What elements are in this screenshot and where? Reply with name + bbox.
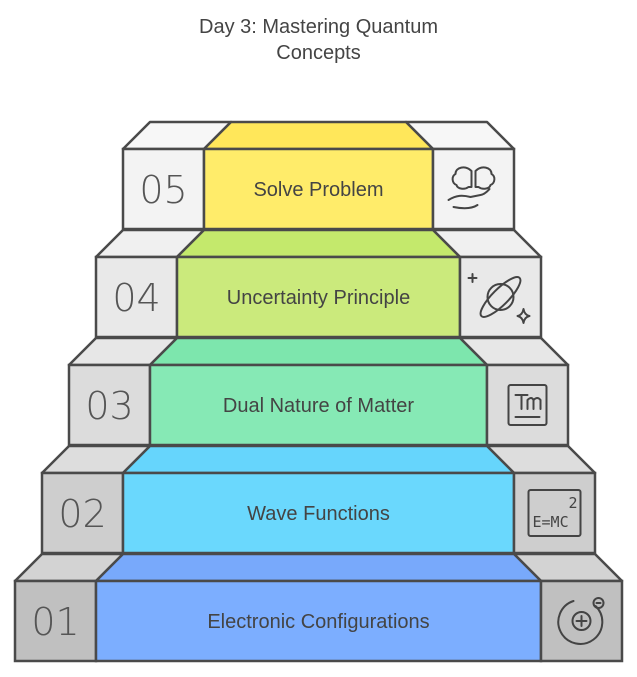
brain-in-hand-icon	[447, 166, 496, 210]
step-02: 02 Wave Functions E=MC2	[40, 444, 597, 555]
step-top-face	[121, 444, 516, 475]
step-number: 01	[31, 600, 79, 644]
step-front-face	[175, 255, 462, 339]
step-front-face	[121, 471, 516, 555]
svg-text:2: 2	[569, 494, 578, 512]
step-03: 03 Dual Nature of Matter	[67, 336, 570, 447]
step-number: 05	[139, 168, 187, 212]
diagram-title: Day 3: Mastering Quantum Concepts	[0, 14, 637, 66]
step-05: 05 Solve Problem	[121, 120, 516, 231]
step-label: Electronic Configurations	[207, 611, 429, 633]
step-front-face	[94, 579, 543, 663]
svg-text:E=MC: E=MC	[533, 513, 569, 531]
title-line-2: Concepts	[276, 42, 361, 64]
step-top-face	[175, 228, 462, 259]
trademark-icon	[507, 384, 548, 426]
emc2-icon: E=MC2	[527, 489, 582, 537]
icon-box	[431, 147, 516, 231]
step-04: 04 Uncertainty Principle	[94, 228, 543, 339]
step-number: 03	[85, 384, 133, 428]
atom-charge-icon	[557, 597, 605, 645]
number-box	[13, 579, 98, 663]
step-01: 01 Electronic Configurations	[13, 552, 624, 663]
step-label: Uncertainty Principle	[227, 287, 410, 309]
step-top-face	[202, 120, 435, 151]
planet-icon	[467, 273, 531, 324]
icon-box	[458, 255, 543, 339]
step-label: Wave Functions	[247, 503, 390, 525]
title-line-1: Day 3: Mastering Quantum	[199, 16, 438, 38]
step-label: Solve Problem	[253, 179, 383, 201]
step-top-face	[148, 336, 489, 367]
step-number: 04	[112, 276, 160, 320]
step-label: Dual Nature of Matter	[223, 395, 415, 417]
step-number: 02	[58, 492, 106, 536]
step-top-face	[94, 552, 543, 583]
step-front-face	[148, 363, 489, 447]
